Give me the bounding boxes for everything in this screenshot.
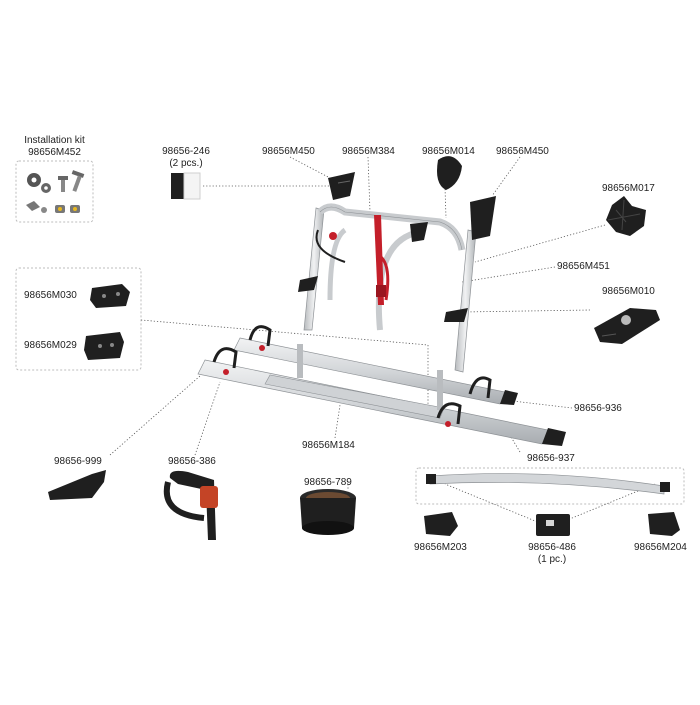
part-label-m450-left: 98656M450 xyxy=(262,146,315,157)
part-label-386: 98656-386 xyxy=(168,456,216,467)
rail-profile-icon xyxy=(426,473,670,495)
part-label-m030: 98656M030 xyxy=(24,290,77,301)
bracket-group-box xyxy=(15,267,142,371)
installation-kit-box xyxy=(15,160,94,223)
part-qty-246: (2 pcs.) xyxy=(169,158,203,169)
part-label-937: 98656-937 xyxy=(527,453,575,464)
wheel-strap-icon xyxy=(163,470,218,540)
part-label-m451: 98656M451 xyxy=(557,261,610,272)
part-label-m203: 98656M203 xyxy=(414,542,467,553)
installation-kit-code: 98656M452 xyxy=(28,147,81,158)
end-cap-m204-icon xyxy=(648,512,680,536)
part-label-m017: 98656M017 xyxy=(602,183,655,194)
part-label-486: 98656-486 xyxy=(528,542,576,553)
leader-lines xyxy=(109,156,656,524)
bracket-m029-icon xyxy=(84,332,124,360)
part-label-999: 98656-999 xyxy=(54,456,102,467)
part-label-246: 98656-246 xyxy=(162,146,210,157)
rubber-pads-icon xyxy=(171,172,201,200)
part-label-m450-right: 98656M450 xyxy=(496,146,549,157)
installation-kit-title: Installation kit xyxy=(24,135,85,146)
part-label-m010: 98656M010 xyxy=(602,286,655,297)
end-cap-m203-icon xyxy=(424,512,458,536)
rail-group-box xyxy=(415,467,685,505)
clip-486-icon xyxy=(536,514,570,536)
frame-holder-icon xyxy=(594,308,660,344)
carrier-frame xyxy=(197,156,566,446)
part-label-m384: 98656M384 xyxy=(342,146,395,157)
end-plate-icon xyxy=(48,470,106,500)
star-knob-icon xyxy=(606,196,646,236)
part-qty-486: (1 pc.) xyxy=(537,554,567,565)
bracket-m030-icon xyxy=(90,284,130,308)
part-label-789: 98656-789 xyxy=(304,477,352,488)
part-label-m204: 98656M204 xyxy=(634,542,687,553)
part-label-m184: 98656M184 xyxy=(302,440,355,451)
part-label-936: 98656-936 xyxy=(574,403,622,414)
part-label-m014: 98656M014 xyxy=(422,146,475,157)
installation-kit-icon xyxy=(26,170,85,213)
rubber-sleeve-icon xyxy=(300,489,356,535)
part-label-m029: 98656M029 xyxy=(24,340,77,351)
